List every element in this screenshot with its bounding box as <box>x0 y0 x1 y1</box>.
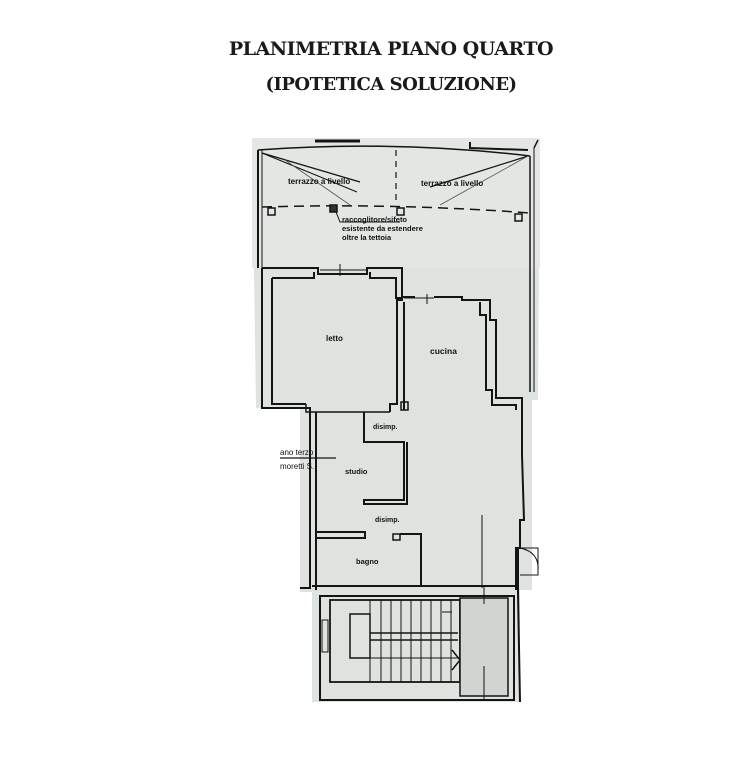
drain-note-line3: oltre la tettoia <box>342 233 392 242</box>
room-bagno-label: bagno <box>356 557 379 566</box>
stairwell <box>319 586 515 701</box>
room-studio-label: studio <box>345 467 368 476</box>
apartment-walls <box>261 264 539 703</box>
room-cucina-label: cucina <box>430 346 457 356</box>
terrace <box>257 139 539 392</box>
page-title: PLANIMETRIA PIANO QUARTO <box>228 38 554 60</box>
room-disimp-upper-label: disimp. <box>373 424 398 431</box>
drain-note-line2: esistente da estendere <box>342 224 423 233</box>
terrace-right-label: terrazzo a livello <box>421 179 483 188</box>
room-letto-label: letto <box>326 334 343 343</box>
terrace-left-label: terrazzo a livello <box>288 177 350 186</box>
room-disimp-lower-label: disimp. <box>375 517 400 524</box>
neighbor-label-line1: ano terzo <box>280 448 314 457</box>
drain-note-line1: raccoglitore/sifeto <box>342 215 407 224</box>
neighbor-label-line2: moretti S. <box>280 462 314 471</box>
page-subtitle: (IPOTETICA SOLUZIONE) <box>265 74 517 95</box>
plan-paper <box>252 138 540 702</box>
